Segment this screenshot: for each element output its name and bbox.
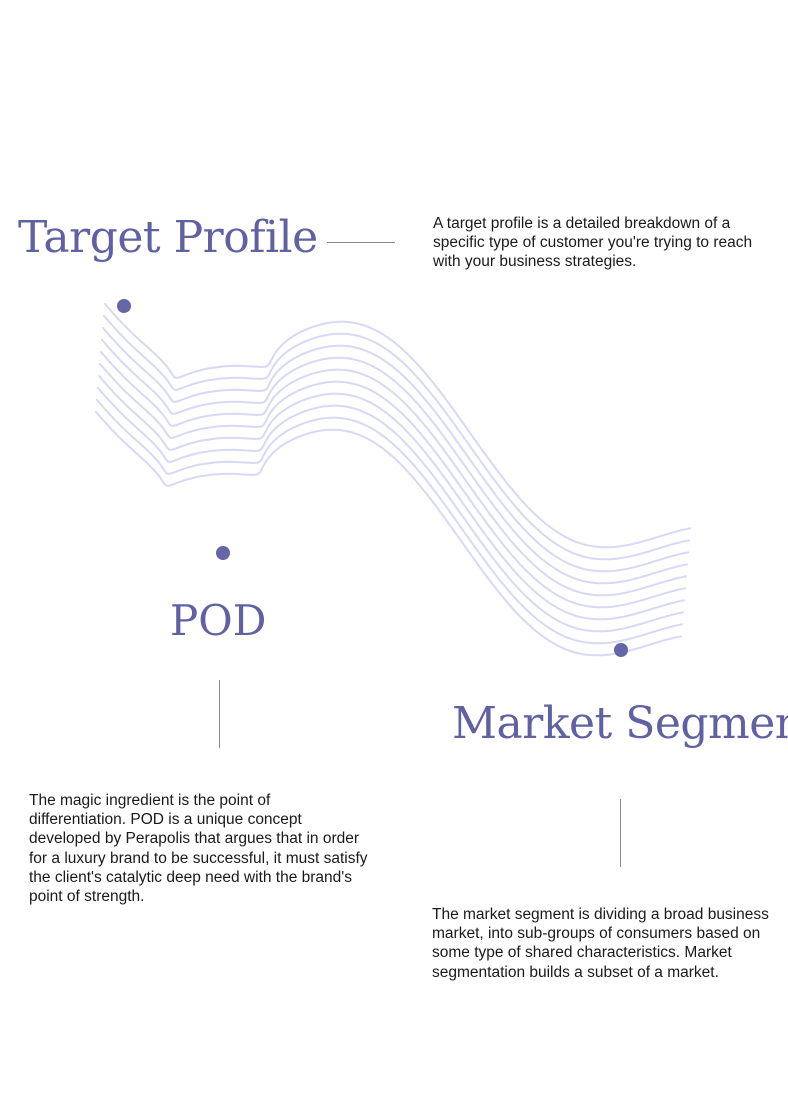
description-line: market, into sub-groups of consumers bas… — [432, 925, 761, 943]
target-profile-description: A target profile is a detailed breakdown… — [433, 214, 752, 272]
description-line: developed by Perapolis that argues that … — [29, 830, 360, 848]
description-line: A target profile is a detailed breakdown… — [433, 215, 731, 232]
description-line: specific type of customer you're trying … — [433, 234, 753, 252]
wave-line — [103, 314, 690, 561]
wave-line — [101, 338, 688, 585]
description-line: the client's catalytic deep need with th… — [29, 868, 353, 886]
pod-marker — [216, 546, 230, 560]
description-line: The market segment is dividing a broad b… — [432, 906, 769, 923]
pod-connector — [219, 680, 220, 748]
description-line: differentiation. POD is a unique concept — [29, 811, 302, 829]
wave-lines — [95, 302, 691, 657]
market-segment-title: Market Segment — [452, 698, 788, 749]
target-profile-marker — [117, 299, 131, 313]
description-line: for a luxury brand to be successful, it … — [29, 849, 368, 867]
wave-line — [100, 350, 687, 597]
market-segment-marker — [614, 643, 628, 657]
market-segment-description: The market segment is dividing a broad b… — [432, 905, 769, 982]
wave-line — [95, 410, 682, 657]
description-line: with your business strategies. — [433, 253, 637, 271]
wave-line — [97, 386, 684, 633]
wave-line — [102, 326, 689, 573]
wave-line — [98, 374, 685, 621]
pod-title: POD — [170, 596, 267, 645]
description-line: The magic ingredient is the point of — [29, 792, 271, 809]
description-line: point of strength. — [29, 888, 145, 906]
market-segment-connector — [620, 799, 621, 867]
wave-line — [99, 362, 686, 609]
pod-description: The magic ingredient is the point of diff… — [29, 791, 368, 906]
target-profile-title: Target Profile — [18, 212, 318, 263]
wave-line — [96, 398, 683, 645]
wave-line — [104, 302, 691, 549]
target-profile-connector — [327, 242, 395, 243]
description-line: some type of shared characteristics. Mar… — [432, 944, 732, 962]
description-line: segmentation builds a subset of a market… — [432, 963, 719, 981]
